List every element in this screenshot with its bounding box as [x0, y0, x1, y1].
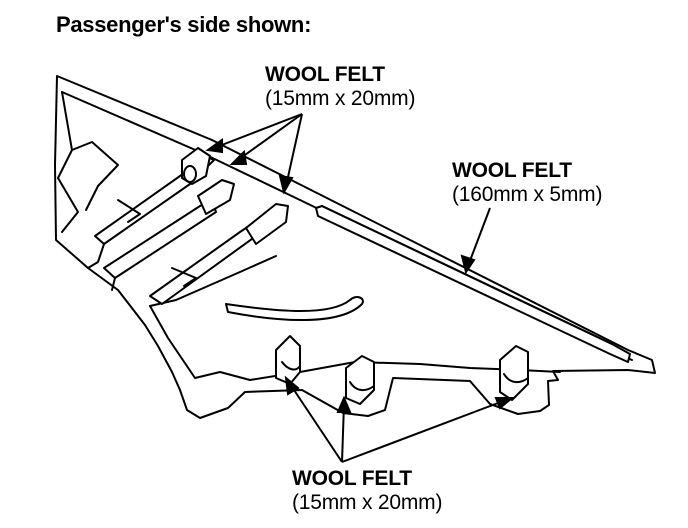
right-callout-material: WOOL FELT: [452, 159, 572, 182]
leader-arrow: [229, 149, 248, 165]
top-callout-material: WOOL FELT: [265, 63, 385, 86]
leader-arrow: [494, 397, 515, 410]
right-callout-size: (160mm x 5mm): [452, 183, 603, 206]
leader-arrow: [336, 395, 352, 413]
top-felt-2: [197, 179, 235, 215]
bottom-felt-1: [275, 335, 301, 385]
bottom-callout-size: (15mm x 20mm): [292, 491, 443, 514]
bottom-felt-3: [499, 345, 529, 401]
top-felt-3: [245, 203, 289, 245]
leader-arrow: [460, 254, 476, 275]
left-wall: [57, 91, 79, 233]
bottom-felt-2: [345, 355, 375, 405]
top-felt-1: [181, 147, 211, 185]
leader-arrow: [278, 174, 294, 195]
curved-rib: [225, 296, 364, 322]
leader-arrow: [205, 138, 223, 154]
bottom-callout-material: WOOL FELT: [292, 467, 412, 490]
leader-arrow: [284, 375, 300, 396]
page-caption: Passenger's side shown:: [56, 12, 312, 37]
top-callout-size: (15mm x 20mm): [265, 87, 416, 110]
